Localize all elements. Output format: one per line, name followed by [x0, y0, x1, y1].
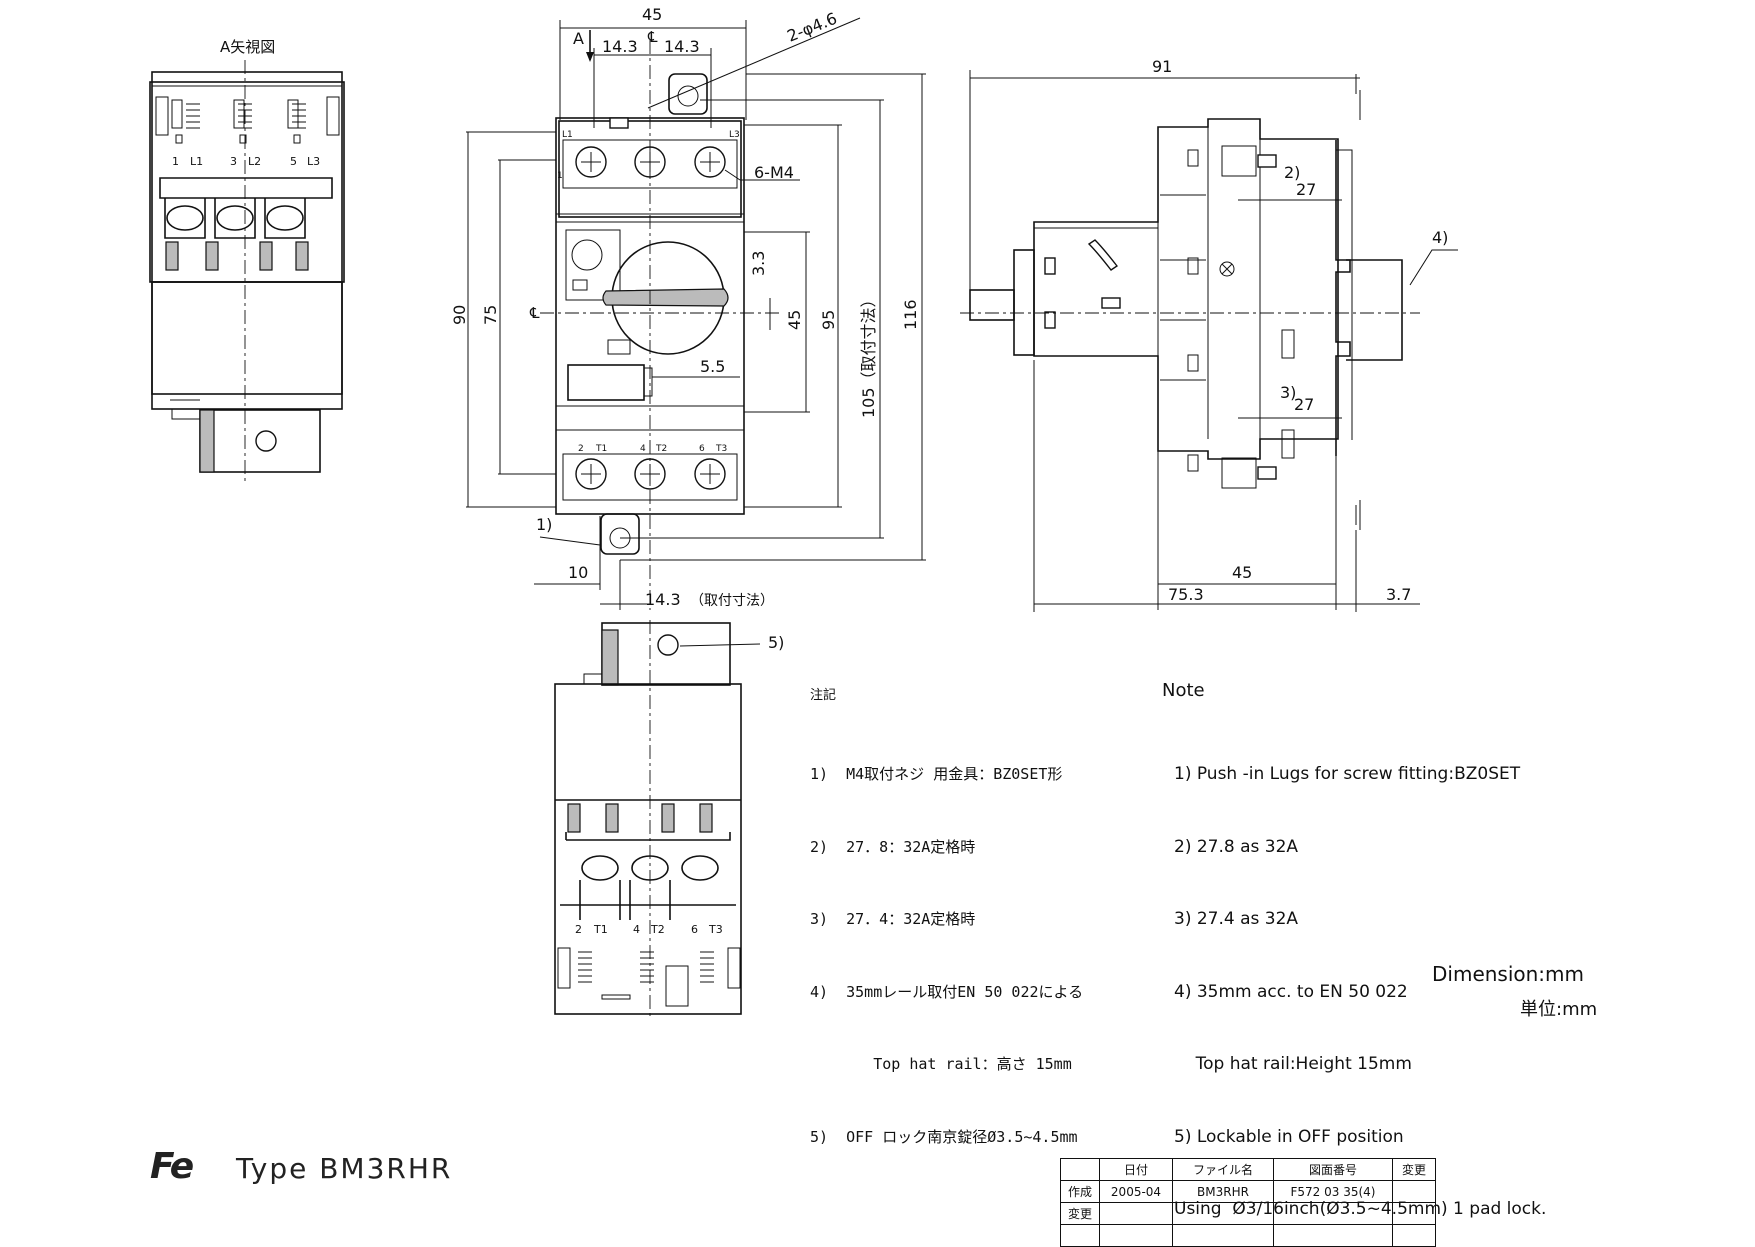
- dim-90: 90: [450, 305, 469, 325]
- bottom-note-5: 5): [768, 633, 784, 652]
- dim-116: 116: [901, 299, 920, 330]
- tb-h0: [1060, 1158, 1100, 1181]
- dim-105: 105（取付寸法）: [859, 291, 878, 418]
- tb-r3-c4: [1392, 1224, 1436, 1247]
- a-term-l2: L2: [248, 155, 261, 168]
- units-en: Dimension:mm: [1432, 962, 1585, 986]
- fe-logo: Fe: [150, 1146, 194, 1187]
- tb-r1-c4: [1392, 1180, 1436, 1203]
- notes-jp-heading: 注記: [810, 688, 837, 703]
- notes-en-line-5: Top hat rail:Height 15mm: [1174, 1054, 1412, 1074]
- a-arrow-label: A: [573, 29, 584, 48]
- dim-91: 91: [1152, 57, 1172, 76]
- a-view: A矢視図 1 L1 3 L2 5 L3: [149, 38, 345, 485]
- bottom-term-4: 4: [633, 923, 640, 936]
- notes-en-heading: Note: [1162, 680, 1205, 701]
- dim-45-width: 45: [642, 5, 662, 24]
- a-term-l1: L1: [190, 155, 203, 168]
- dim-45-height: 45: [785, 310, 804, 330]
- a-term-3: 3: [230, 155, 237, 168]
- bottom-term-6: 6: [691, 923, 698, 936]
- notes-en-line-6: 5) Lockable in OFF position: [1174, 1126, 1404, 1147]
- notes-jp-line-4: 4) 35mmレール取付EN 50 022による: [810, 982, 1084, 1001]
- front-term-label-l3: L3: [729, 130, 740, 140]
- front-bottom-term-t2: T2: [655, 444, 667, 454]
- front-note-1: 1): [536, 515, 552, 534]
- notes-jp-line-5: Top hat rail：高さ 15mm: [810, 1055, 1072, 1073]
- front-bottom-term-t3: T3: [715, 444, 727, 454]
- notes-jp-line-1: 1) M4取付ネジ 用金具：BZ0SET形: [810, 765, 1063, 783]
- dim-14-3-left: 14.3: [602, 37, 638, 56]
- front-bottom-term-4: 4: [640, 444, 646, 454]
- tb-r2-c0: 変更: [1060, 1202, 1100, 1225]
- side-note-2: 2): [1284, 163, 1300, 182]
- tb-r2-c4: [1392, 1202, 1436, 1225]
- side-note-4: 4): [1432, 228, 1448, 247]
- front-view: 45 A ℄ 14.3 14.3 2-φ4.6 L1 L3 1: [450, 5, 926, 610]
- tb-r1-c3: F572 03 35(4): [1273, 1180, 1393, 1203]
- dim-5-5: 5.5: [700, 357, 725, 376]
- a-term-l3: L3: [307, 155, 320, 168]
- dim-27-bottom: 27: [1294, 395, 1314, 414]
- dim-mount-label: （取付寸法）: [690, 593, 774, 609]
- dim-10: 10: [568, 563, 588, 582]
- dim-45-side: 45: [1232, 563, 1252, 582]
- side-view: 91 2) 27 4): [960, 57, 1458, 612]
- front-bottom-term-6: 6: [699, 444, 705, 454]
- dim-14-3-right: 14.3: [664, 37, 700, 56]
- dim-hole: 2-φ4.6: [784, 9, 839, 46]
- notes-jp-line-3: 3) 27．4：32A定格時: [810, 910, 976, 928]
- notes-jp: 1) M4取付ネジ 用金具：BZ0SET形 2) 27．8：32A定格時 3) …: [810, 714, 1083, 1173]
- tb-h-drawing-no: 図面番号: [1273, 1158, 1393, 1181]
- tb-r1-c2: BM3RHR: [1172, 1180, 1274, 1203]
- side-note-3: 3): [1280, 383, 1296, 402]
- notes-en-line-2: 2) 27.8 as 32A: [1174, 836, 1299, 857]
- tb-r2-c3: [1273, 1202, 1393, 1225]
- svg-text:1: 1: [557, 171, 563, 181]
- tb-r3-c0: [1060, 1224, 1100, 1247]
- dim-3-3: 3.3: [749, 251, 768, 276]
- a-term-1: 1: [172, 155, 179, 168]
- notes-en-line-4: 4) 35mm acc. to EN 50 022: [1174, 981, 1408, 1002]
- units-jp: 単位:mm: [1520, 999, 1598, 1020]
- dim-27-top: 27: [1296, 180, 1316, 199]
- dim-6-m4: 6-M4: [754, 163, 794, 182]
- tb-r1-c0: 作成: [1060, 1180, 1100, 1203]
- tb-h-file: ファイル名: [1172, 1158, 1274, 1181]
- bottom-view: 5) 2 T1 4 T2 6 T3: [554, 620, 784, 1020]
- notes-en-line-1: 1) Push -in Lugs for screw fitting:BZ0SE…: [1174, 764, 1521, 784]
- tb-h-date: 日付: [1099, 1158, 1173, 1181]
- dim-14-3-bottom: 14.3: [645, 590, 681, 609]
- bottom-term-t1: T1: [593, 923, 608, 936]
- tb-h-change: 変更: [1392, 1158, 1436, 1181]
- a-view-label: A矢視図: [220, 38, 275, 56]
- dim-75-3: 75.3: [1168, 585, 1204, 604]
- dim-3-7: 3.7: [1386, 585, 1411, 604]
- centerline-mark-left: ℄: [529, 304, 540, 322]
- front-bottom-term-2: 2: [578, 444, 584, 454]
- tb-r3-c1: [1099, 1224, 1173, 1247]
- bottom-term-2: 2: [575, 923, 582, 936]
- tb-r3-c3: [1273, 1224, 1393, 1247]
- centerline-mark-top: ℄: [647, 28, 658, 46]
- front-bottom-term-t1: T1: [595, 444, 607, 454]
- tb-r1-c1: 2005-04: [1099, 1180, 1173, 1203]
- tb-r3-c2: [1172, 1224, 1274, 1247]
- dim-75: 75: [481, 305, 500, 325]
- tb-r2-c2: [1172, 1202, 1274, 1225]
- a-term-5: 5: [290, 155, 297, 168]
- notes-jp-line-6: 5) OFF ロック南京錠径Ø3.5~4.5mm: [810, 1127, 1078, 1146]
- dim-95: 95: [819, 310, 838, 330]
- notes-en-line-3: 3) 27.4 as 32A: [1174, 909, 1299, 929]
- bottom-term-t3: T3: [708, 923, 723, 936]
- notes-en: 1) Push -in Lugs for screw fitting:BZ0SE…: [1174, 714, 1546, 1246]
- title-block: 日付 ファイル名 図面番号 変更 作成 2005-04 BM3RHR F572 …: [1060, 1158, 1436, 1247]
- type-label: Type BM3RHR: [236, 1152, 453, 1185]
- bottom-term-t2: T2: [650, 923, 665, 936]
- notes-jp-line-2: 2) 27．8：32A定格時: [810, 837, 976, 856]
- front-term-label-l1: L1: [562, 130, 573, 140]
- tb-r2-c1: [1099, 1202, 1173, 1225]
